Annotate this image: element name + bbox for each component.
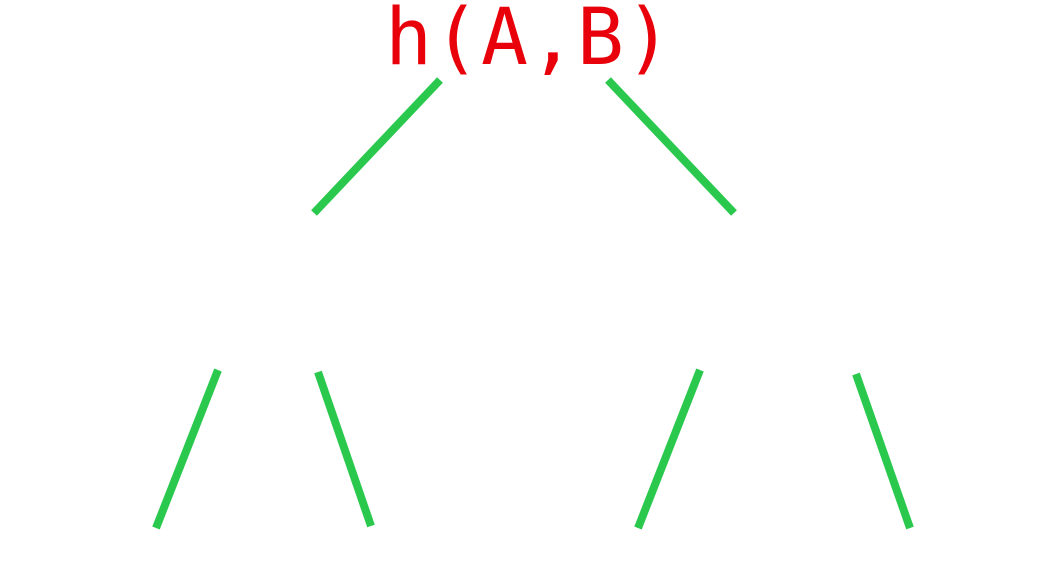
arrow-leaf-2 bbox=[318, 370, 375, 528]
arrow-leaf-4 bbox=[856, 372, 914, 530]
root-hash-label: h(A,B) bbox=[385, 0, 673, 83]
arrow-leaf-1 bbox=[152, 368, 222, 530]
arrow-right-child-to-root bbox=[605, 77, 737, 216]
arrow-left-child-to-root bbox=[311, 77, 443, 216]
arrow-leaf-3 bbox=[634, 368, 704, 530]
